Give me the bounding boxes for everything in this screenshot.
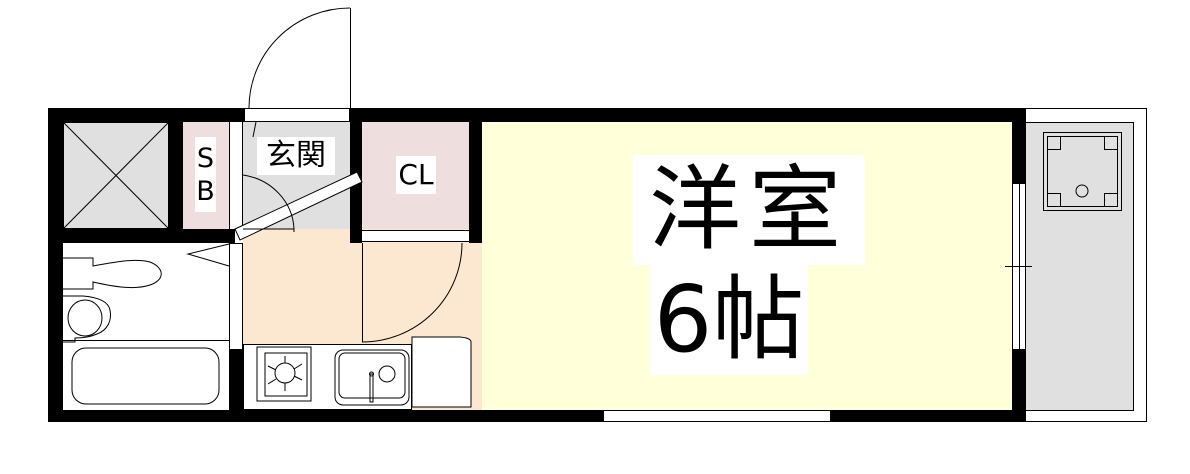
kitchen-counter	[243, 344, 412, 410]
entrance-door-icon	[248, 7, 351, 109]
top-wall-left	[48, 108, 244, 122]
closet-right-wall	[469, 108, 482, 243]
bathroom-area	[63, 243, 229, 410]
bath-door-icon	[186, 243, 230, 267]
shoe-box-label: S B	[195, 137, 216, 212]
bathtub-icon	[71, 347, 220, 405]
hall-door-icon	[234, 121, 363, 241]
entrance-jamb	[244, 108, 350, 122]
bath-kitchen-wall-lower	[229, 350, 243, 422]
bottom-window	[604, 410, 830, 422]
closet-door-icon	[361, 242, 463, 343]
closet-opening	[362, 230, 469, 242]
room-right-wall-bottom	[1012, 350, 1026, 422]
bath-door-partition	[229, 243, 243, 350]
bottom-wall-left	[48, 410, 604, 422]
balcony-outline	[1026, 108, 1147, 422]
bath-top-wall	[48, 229, 235, 243]
balcony-inner-outline	[1026, 122, 1134, 411]
shoe-box-label-s: S	[196, 142, 215, 174]
western-room-label-line1: 洋室	[633, 155, 865, 265]
entrance-label: 玄関	[257, 137, 335, 175]
western-room-label-line2: 6帖	[650, 265, 808, 375]
ac-outdoor-unit-icon	[1043, 132, 1122, 211]
top-wall-right	[350, 108, 1026, 122]
left-wall	[48, 108, 63, 422]
closet-label: CL	[396, 156, 436, 194]
gas-stove-icon	[256, 346, 312, 402]
sink-icon	[334, 349, 410, 406]
shoe-box-label-b: B	[196, 175, 215, 207]
pipe-space-right-wall	[169, 108, 183, 243]
refrigerator-space-icon	[411, 336, 472, 408]
toilet-icon	[63, 257, 162, 343]
shoe-box-partition	[229, 122, 243, 229]
bottom-wall-right	[830, 410, 1026, 422]
pipe-space-cross-icon	[62, 121, 170, 230]
room-right-wall-top	[1012, 108, 1026, 183]
